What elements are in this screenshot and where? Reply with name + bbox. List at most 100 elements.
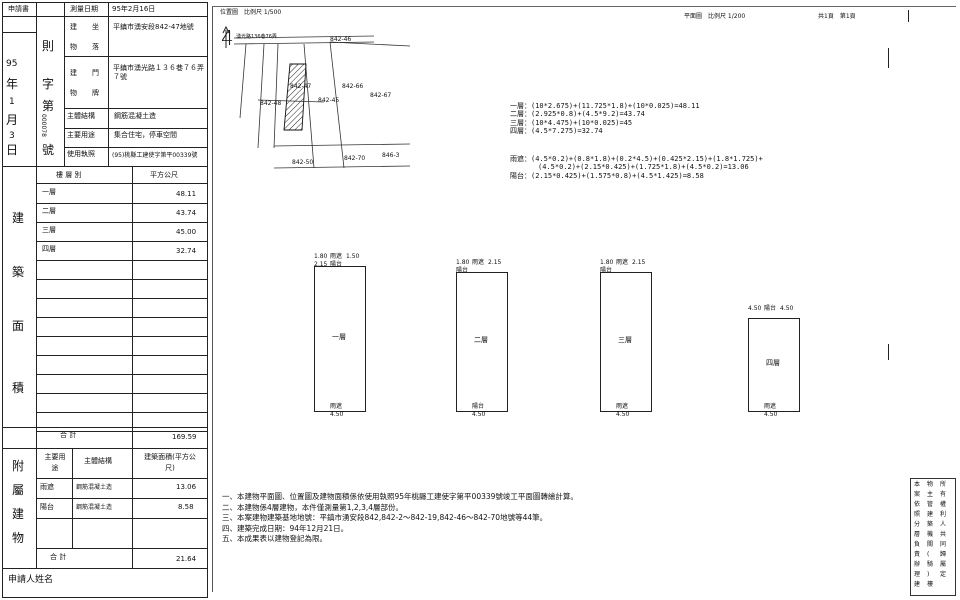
stamp-char-1: 則 bbox=[42, 39, 55, 53]
stamp-char: 層 bbox=[914, 531, 921, 538]
calc-line: 四層：(4.5*7.275)=32.74 bbox=[510, 127, 603, 136]
stamp-char: 管 bbox=[927, 501, 934, 508]
form-title: 申請書 bbox=[8, 5, 29, 13]
attached-2-structure: 鋼筋混凝土造 bbox=[76, 504, 113, 511]
site-label-3: 物 bbox=[70, 43, 77, 51]
road-label: 湧光路136巷76弄 bbox=[236, 34, 277, 40]
floor-plan-bottom-note: 雨遮 bbox=[330, 403, 343, 410]
stamp-char: 同 bbox=[940, 541, 947, 548]
total-label: 合 計 bbox=[60, 431, 77, 439]
floor-plan-top-label: 2.15 bbox=[488, 259, 502, 266]
floor-row-area: 45.00 bbox=[176, 228, 197, 236]
floor-plan-top-label: 4.50 bbox=[780, 305, 794, 312]
calc-line: (4.5*0.2)+(2.15*0.425)+(1.725*1.8)+(4.5*… bbox=[538, 163, 749, 172]
applicant-label: 申請人姓名 bbox=[8, 575, 54, 585]
stamp-char: 主 bbox=[927, 491, 934, 498]
attached-total: 21.64 bbox=[176, 555, 197, 563]
door-label-3: 物 bbox=[70, 89, 77, 97]
attached-1-use: 雨遮 bbox=[40, 483, 54, 491]
stamp-char: ( bbox=[927, 551, 930, 558]
attached-col2: 主體結構 bbox=[84, 457, 112, 465]
stamp-char: 歸 bbox=[940, 551, 947, 558]
floor-plan-top-label: 陽台 bbox=[600, 267, 613, 274]
location-title: 位置圖 比例尺 1/500 bbox=[220, 9, 282, 16]
stamp-char: 騎 bbox=[927, 561, 934, 568]
plot-842-70: 842-70 bbox=[344, 155, 366, 162]
floor-plan-outline bbox=[600, 272, 652, 412]
attached-total-label: 合 計 bbox=[50, 553, 67, 561]
calc-line: 三層：(10*4.475)+(10*0.025)=45 bbox=[510, 118, 633, 127]
application-form-table bbox=[2, 2, 208, 598]
plot-842-47: 842-47 bbox=[290, 83, 312, 90]
stamp-char: 有 bbox=[940, 491, 947, 498]
stamp-char: 依 bbox=[914, 501, 921, 508]
floor-plan-top-label: 陽台 bbox=[456, 267, 469, 274]
floor-plan-top-label: 陽台 bbox=[764, 305, 777, 312]
attached-label-4: 物 bbox=[12, 531, 25, 545]
notes: 一、本建物平面圖、位置圖及建物面積係依使用執照95年桃縣工建使字第平00339號… bbox=[222, 492, 578, 545]
stamp-char: 物 bbox=[927, 481, 934, 488]
floor-plan-top-label: 1.80 bbox=[314, 253, 328, 260]
floor-plan-bottom-note: 陽台 bbox=[472, 403, 485, 410]
stamp-char-5: 1 bbox=[9, 97, 15, 107]
use-label: 主要用途 bbox=[67, 131, 95, 139]
stamp-char: 照 bbox=[914, 511, 921, 518]
note-line: 三、本案建物建築基地地號：平鎮市湧安段842,842-2～842-19,842-… bbox=[222, 513, 548, 522]
note-line: 一、本建物平面圖、位置圖及建物面積係依使用執照95年桃縣工建使字第平00339號… bbox=[222, 492, 578, 501]
survey-date-label: 測量日期 bbox=[70, 5, 98, 13]
stamp-char-4: 字 bbox=[42, 77, 55, 91]
calc-line: 一層：(10*2.675)+(11.725*1.8)+(10*0.025)=48… bbox=[510, 102, 700, 110]
floor-plan-label: 一層 bbox=[332, 333, 346, 341]
plot-842-45: 842-45 bbox=[318, 97, 340, 104]
floor-row-name: 一層 bbox=[42, 188, 56, 196]
stamp-char: 理 bbox=[914, 571, 921, 578]
floor-row-area: 43.74 bbox=[176, 209, 197, 217]
floor-plan-outline bbox=[748, 318, 800, 412]
attached-label-2: 屬 bbox=[12, 483, 25, 497]
floor-calcs: 一層：(10*2.675)+(11.725*1.8)+(10*0.025)=48… bbox=[510, 102, 700, 136]
calc-line: 雨遮：(4.5*0.2)+(0.8*1.8)+(0.2*4.5)+(0.425*… bbox=[510, 155, 763, 163]
stamp-char-9: 日 bbox=[6, 143, 19, 157]
stamp-char: 利 bbox=[940, 511, 947, 518]
location-map bbox=[222, 25, 411, 169]
stamp-char-10: 號 bbox=[42, 143, 55, 157]
area-header: 平方公尺 bbox=[150, 171, 178, 179]
use: 集合住宅，停車空間 bbox=[114, 131, 177, 139]
attached-label-1: 附 bbox=[12, 459, 25, 473]
floor-plan-label: 四層 bbox=[766, 359, 780, 367]
floor-plan-outline bbox=[456, 272, 508, 412]
stamp-serial: 000078 bbox=[40, 114, 47, 137]
attached-col1: 主要用途 bbox=[44, 453, 66, 473]
attached-col3: 建築面積(平方公尺) bbox=[144, 453, 196, 473]
stamp-char: 辦 bbox=[914, 561, 921, 568]
building-site: 平鎮市湧安段842-47地號 bbox=[113, 23, 194, 31]
floor-plan-top-label: 雨遮 bbox=[616, 259, 629, 266]
site-label-1: 建 bbox=[70, 23, 77, 31]
floor-plan-bottom-note: 雨遮 bbox=[616, 403, 629, 410]
stamp-char: 建 bbox=[914, 581, 921, 588]
stamp-char-2: 95 bbox=[6, 59, 18, 69]
door-label-1: 建 bbox=[70, 69, 77, 77]
floor-header: 樓 層 別 bbox=[56, 171, 82, 179]
floor-plan-label: 三層 bbox=[618, 336, 632, 344]
site-label-2: 坐 bbox=[92, 23, 99, 31]
stamp-char: 案 bbox=[914, 491, 921, 498]
main-area-label-4: 積 bbox=[12, 381, 25, 395]
plot-842-66: 842-66 bbox=[342, 83, 364, 90]
stamp-char: 定 bbox=[940, 571, 947, 578]
total-area: 169.59 bbox=[172, 433, 197, 441]
approval-stamp-box bbox=[910, 478, 956, 596]
stamp-char-3: 年 bbox=[6, 77, 19, 91]
floor-plan-top-label: 陽台 bbox=[330, 261, 343, 268]
floor-row-name: 二層 bbox=[42, 207, 56, 215]
note-line: 四、建築完成日期：94年12月21日。 bbox=[222, 523, 349, 533]
plot-842-67: 842-67 bbox=[370, 92, 392, 99]
stamp-char: 建 bbox=[927, 511, 934, 518]
attached-label-3: 建 bbox=[12, 507, 25, 521]
stamp-char: 人 bbox=[940, 521, 947, 528]
floor-plan-label: 二層 bbox=[474, 336, 488, 344]
survey-date: 95年2月16日 bbox=[112, 5, 156, 13]
stamp-char-7: 第 bbox=[42, 99, 55, 113]
stamp-char-6: 月 bbox=[6, 113, 19, 127]
floor-plan-top-label: 2.15 bbox=[314, 261, 328, 268]
